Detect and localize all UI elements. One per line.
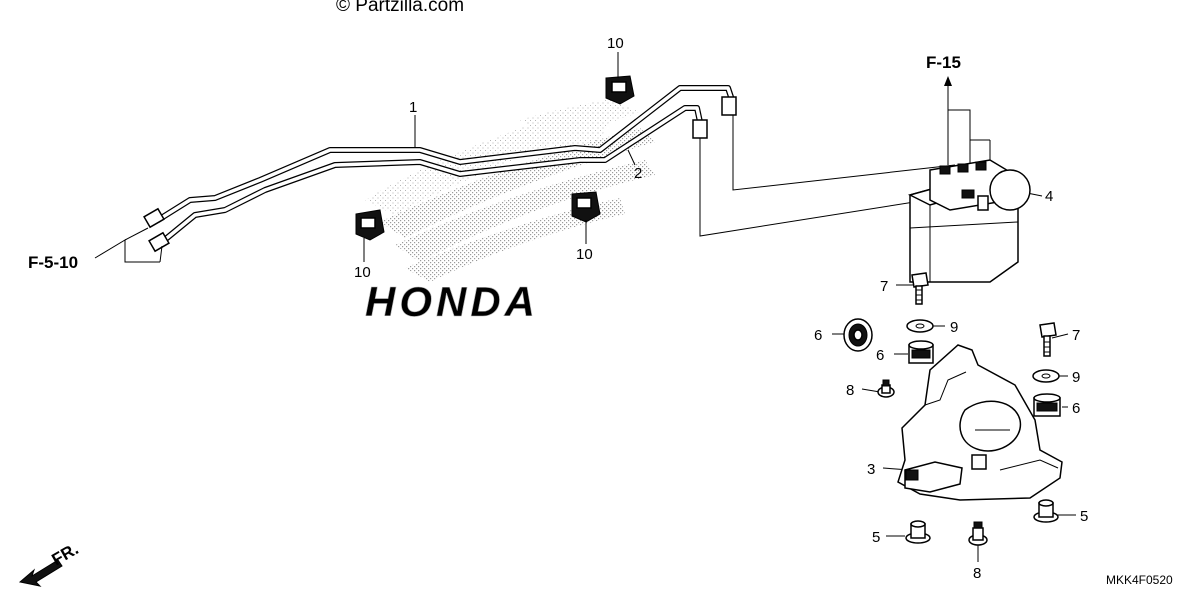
grommet-6-left — [843, 318, 873, 352]
bolt-7-right — [1039, 322, 1057, 357]
arrow-up-icon — [944, 76, 952, 86]
callout-5-right: 5 — [1080, 508, 1088, 525]
callout-9-right: 9 — [1072, 369, 1080, 386]
callout-7-top: 7 — [880, 278, 888, 295]
rubber-mount-5-left — [905, 520, 931, 544]
collar-8-lower — [968, 521, 988, 546]
collar-8-upper — [877, 379, 895, 398]
callout-6-right: 6 — [1072, 400, 1080, 417]
leader-lines — [94, 52, 1076, 562]
callout-numbers: 1 2 10 10 10 4 7 6 9 6 7 9 8 6 3 5 5 8 — [354, 35, 1088, 582]
reference-f-5-10: F-5-10 — [28, 253, 78, 272]
pipe-clamp-10-top — [605, 75, 635, 105]
callout-4: 4 — [1045, 188, 1053, 205]
callout-6-mid: 6 — [876, 347, 884, 364]
brake-pipe-assembly — [143, 85, 737, 253]
callout-7-right: 7 — [1072, 327, 1080, 344]
callout-10-mid: 10 — [576, 246, 593, 263]
diagram-code: MKK4F0520 — [1106, 573, 1173, 587]
callout-3: 3 — [867, 461, 875, 478]
callout-1: 1 — [409, 99, 417, 116]
honda-wing-logo: HONDA — [365, 98, 655, 325]
callout-10-top: 10 — [607, 35, 624, 52]
bolt-7-top — [911, 272, 929, 305]
pipe-clamp-10-mid — [571, 191, 601, 223]
abs-bracket — [897, 344, 1063, 501]
callout-2: 2 — [634, 165, 642, 182]
callout-5-left: 5 — [872, 529, 880, 546]
washer-9-top — [906, 319, 934, 333]
grommet-6-right — [1033, 393, 1061, 417]
reference-f-15: F-15 — [926, 53, 961, 72]
callout-10-left: 10 — [354, 264, 371, 281]
pipe-clamp-10-left — [355, 209, 385, 241]
grommet-6-mid — [908, 340, 934, 364]
abs-modulator-unit — [907, 159, 1031, 283]
honda-logo-text: HONDA — [365, 278, 539, 325]
callout-9-top: 9 — [950, 319, 958, 336]
watermark-text: © Partzilla.com — [336, 0, 464, 16]
callout-6-left: 6 — [814, 327, 822, 344]
callout-8-lower: 8 — [973, 565, 981, 582]
rubber-mount-5-right — [1033, 499, 1059, 523]
front-direction-arrow: FR. — [18, 539, 82, 587]
washer-9-right — [1032, 369, 1060, 383]
callout-8-upper: 8 — [846, 382, 854, 399]
